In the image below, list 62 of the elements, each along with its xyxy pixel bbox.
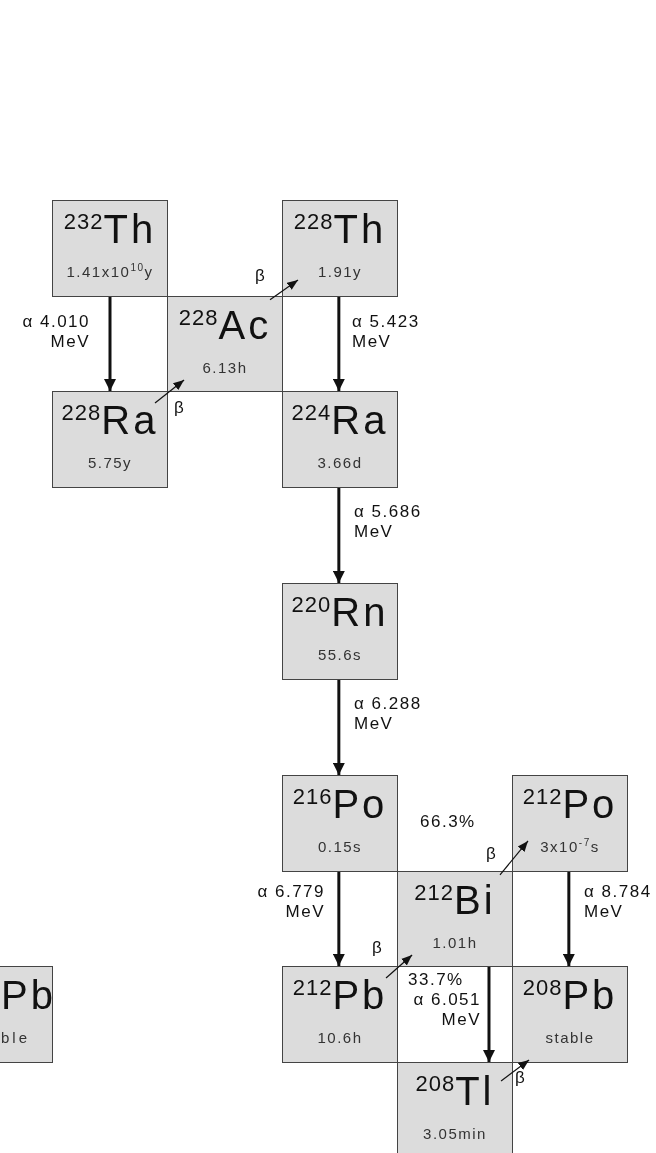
nuclide-box [167,296,283,392]
half-life-text: ble [1,1029,32,1046]
edge-label: α 5.686 MeV [354,502,423,542]
half-life-text: 6.13h [201,359,249,376]
half-life-text: 3.05min [422,1125,488,1142]
edge-label: β [372,938,385,958]
nuclide-box [397,871,513,967]
arrow [500,1059,530,1082]
nuclide-box [282,583,398,680]
edge-label: β [255,266,268,286]
nuclide-box [282,966,398,1063]
arrow [332,680,345,775]
nuclide-symbol: $^{212}$Po [521,781,619,828]
arrow [332,297,345,391]
edge-label: α 6.288 MeV [354,694,423,734]
half-life-text: 3.66d [316,454,364,471]
half-life-text: 10.6h [316,1029,364,1046]
arrow [332,488,345,583]
nuclide-box [512,775,628,872]
nuclide-symbol: $^{228}$Th [292,206,388,253]
nuclide-symbol: Pb [1,972,52,1019]
nuclide-symbol: $^{216}$Po [291,781,389,828]
edge-label: β [486,844,499,864]
arrow [483,967,495,1062]
nuclide-box [397,1062,513,1153]
half-life-text: 1.01h [431,934,479,951]
arrow [562,872,575,966]
nuclide-symbol: $^{224}$Ra [290,397,390,444]
edge-label: α 6.051 MeV [412,990,481,1030]
half-life-text: 55.6s [316,646,364,663]
nuclide-box [0,966,53,1063]
nuclide-symbol: $^{208}$Tl [414,1068,496,1115]
nuclide-box [282,200,398,297]
half-life-text: 1.41x10$^{10}$y [65,263,155,280]
edge-label: β [515,1068,528,1088]
edge-label: α 4.010 MeV [21,312,90,352]
half-life-text: 1.91y [316,263,364,280]
nuclide-box [52,200,168,297]
half-life-text: 3x10$^{-7}$s [539,838,601,855]
nuclide-symbol: $^{212}$Bi [413,877,497,924]
nuclide-box [512,966,628,1063]
branch-percentage: 33.7% [408,970,464,990]
arrow [104,297,116,391]
nuclide-box [282,775,398,872]
nuclide-symbol: $^{228}$Ra [60,397,160,444]
edge-label: α 5.423 MeV [352,312,421,352]
edge-label: β [174,398,187,418]
half-life-text: 0.15s [316,838,364,855]
nuclide-symbol: $^{208}$Pb [521,972,619,1019]
nuclide-symbol: $^{228}$Ac [177,302,273,349]
edge-label: α 6.779 MeV [256,882,325,922]
nuclide-symbol: $^{232}$Th [62,206,158,253]
branch-percentage: 66.3% [420,812,476,832]
nuclide-symbol: $^{220}$Rn [290,589,390,636]
nuclide-symbol: $^{212}$Pb [291,972,389,1019]
half-life-text: stable [544,1029,596,1046]
arrow [332,872,345,966]
half-life-text: 5.75y [86,454,134,471]
nuclide-box [282,391,398,488]
edge-label: α 8.784 MeV [584,882,653,922]
arrow [499,840,529,876]
nuclide-box [52,391,168,488]
